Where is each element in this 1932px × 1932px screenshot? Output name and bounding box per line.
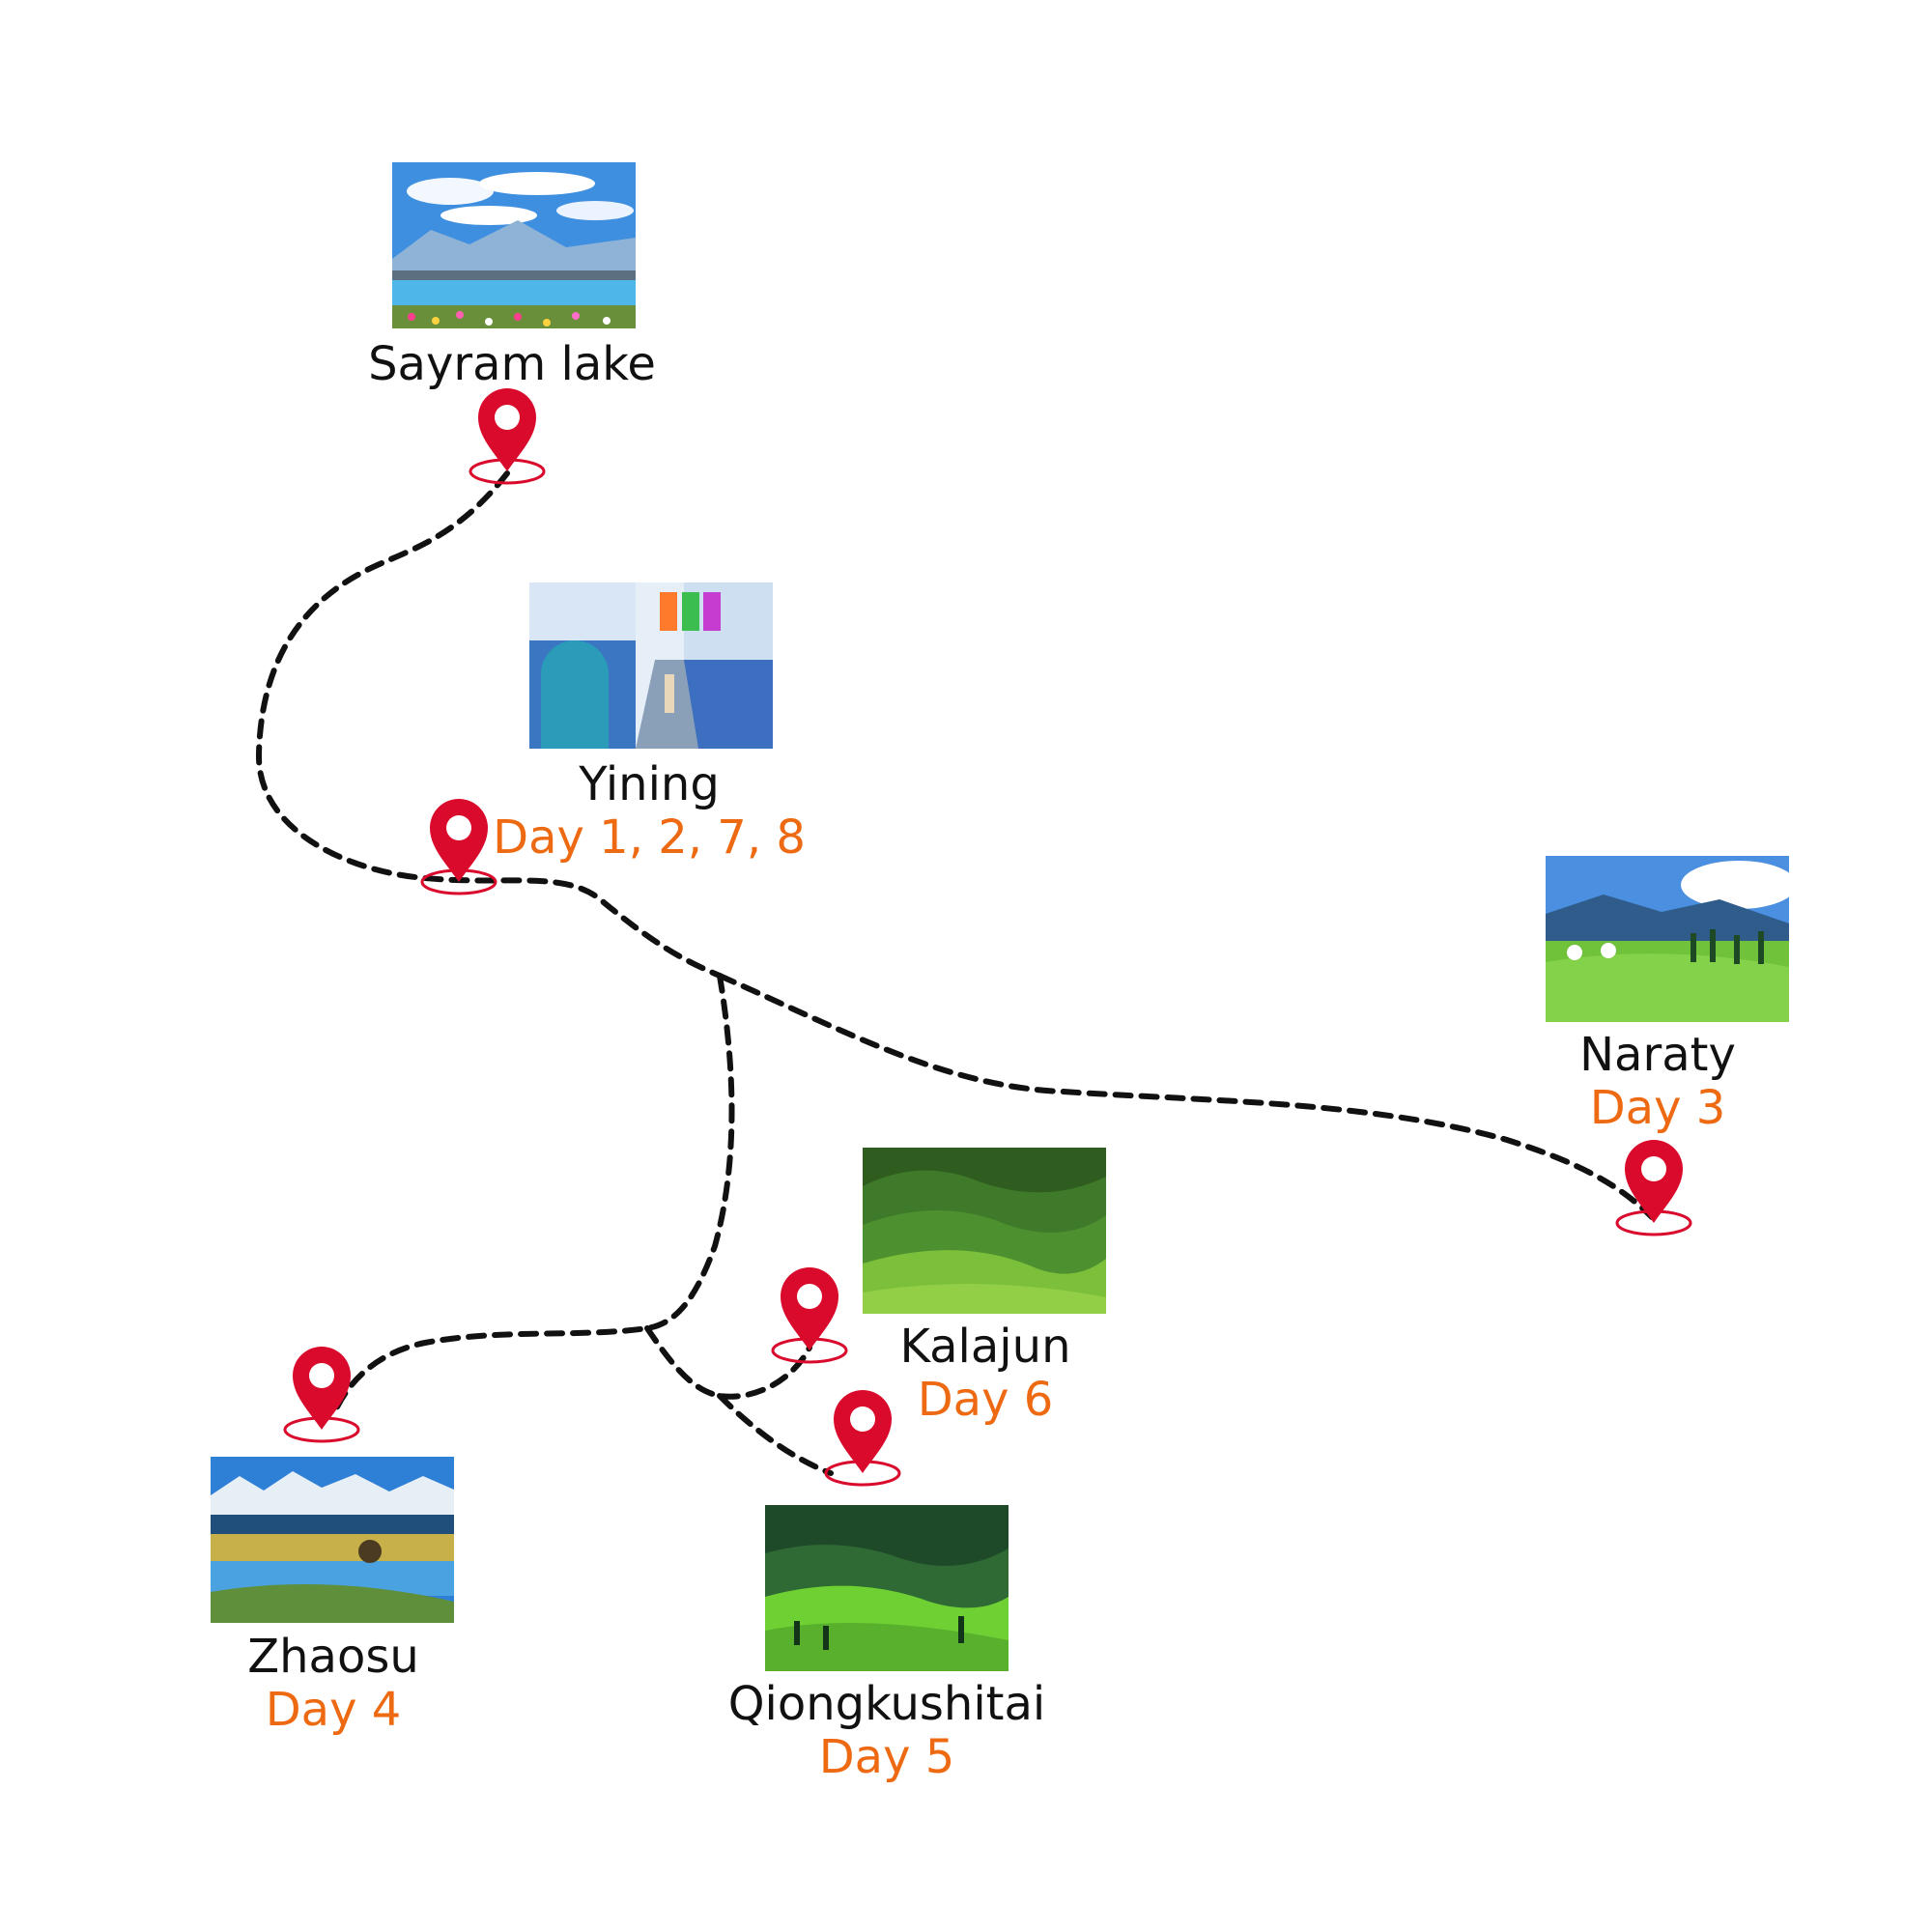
route-sayram-yining bbox=[255, 470, 723, 979]
place-days: Day 3 bbox=[1589, 1081, 1726, 1136]
map-pin-icon[interactable] bbox=[469, 388, 546, 485]
map-pin-icon[interactable] bbox=[420, 799, 497, 895]
place-label-sayram: Sayram lake bbox=[368, 337, 656, 391]
route-to-qiongkushitai bbox=[717, 1393, 834, 1476]
place-label-yining: Yining Day 1, 2, 7, 8 bbox=[493, 757, 806, 866]
place-days: Day 6 bbox=[917, 1373, 1054, 1428]
map-pin-icon[interactable] bbox=[1615, 1140, 1692, 1236]
map-pin-icon[interactable] bbox=[771, 1267, 848, 1364]
place-label-kalajun: Kalajun Day 6 bbox=[899, 1320, 1071, 1428]
yining-photo bbox=[529, 582, 773, 749]
sayram-lake-photo bbox=[392, 162, 636, 328]
qiongkushitai-photo bbox=[765, 1505, 1009, 1671]
place-days: Day 4 bbox=[265, 1683, 402, 1738]
naraty-photo bbox=[1546, 856, 1789, 1022]
place-name: Kalajun bbox=[899, 1320, 1071, 1374]
place-days: Day 5 bbox=[818, 1730, 955, 1785]
place-label-zhaosu: Zhaosu Day 4 bbox=[247, 1630, 419, 1738]
place-days: Day 1, 2, 7, 8 bbox=[493, 810, 806, 866]
place-name: Zhaosu bbox=[247, 1630, 419, 1684]
route-to-kalajun bbox=[644, 1325, 812, 1400]
place-label-qiongkushitai: Qiongkushitai Day 5 bbox=[727, 1677, 1046, 1785]
place-name: Qiongkushitai bbox=[727, 1677, 1046, 1731]
place-name: Sayram lake bbox=[368, 337, 656, 391]
map-pin-icon[interactable] bbox=[283, 1347, 360, 1443]
kalajun-photo bbox=[863, 1148, 1106, 1314]
map-pin-icon[interactable] bbox=[824, 1390, 901, 1487]
route-to-naraty bbox=[717, 973, 1655, 1220]
place-name: Yining bbox=[579, 757, 720, 811]
zhaosu-photo bbox=[211, 1457, 454, 1623]
place-label-naraty: Naraty Day 3 bbox=[1579, 1028, 1736, 1136]
route-to-zhaosu bbox=[330, 973, 735, 1418]
place-name: Naraty bbox=[1579, 1028, 1736, 1082]
